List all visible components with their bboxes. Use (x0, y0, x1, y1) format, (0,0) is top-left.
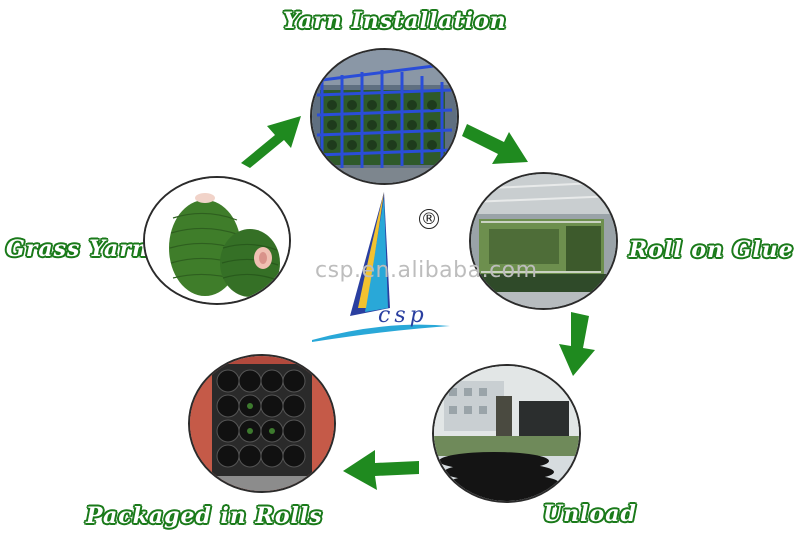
step-label-grass-yarn: Grass Yarn (6, 236, 149, 262)
arrow-down-icon (559, 312, 595, 376)
logo-brand-text: csp (378, 303, 428, 328)
step-label-unload: Unload (543, 501, 637, 527)
step-label-roll-on-glue: Roll on Glue (629, 237, 794, 263)
arrow-right-down-icon (462, 124, 528, 164)
registered-mark: ® (419, 209, 439, 229)
csp-logo (312, 192, 450, 342)
grass-yarn-photo (143, 176, 291, 305)
yarn-installation-photo (310, 48, 459, 185)
watermark-text: csp.en.alibaba.com (315, 258, 538, 283)
step-label-packaged-in-rolls: Packaged in Rolls (86, 503, 323, 529)
roll-on-glue-photo (469, 172, 618, 310)
arrow-up-right-icon (241, 116, 301, 168)
step-label-yarn-installation: Yarn Installation (283, 8, 507, 34)
arrow-left-icon (343, 450, 419, 490)
unload-photo (432, 364, 581, 503)
packaged-in-rolls-photo (188, 354, 336, 493)
